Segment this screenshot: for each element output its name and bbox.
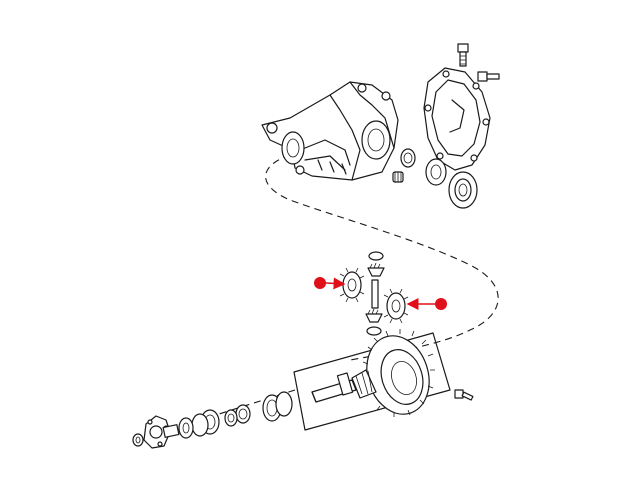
bearing-icon (262, 391, 293, 422)
seal-ring-icon (178, 417, 194, 439)
pinion-gear-icon (367, 251, 385, 277)
seal-ring-icon (400, 148, 416, 168)
bolt-icon (477, 71, 500, 82)
callout-left-side-gear (314, 277, 346, 290)
bearing-icon (191, 409, 220, 437)
bolt-icon (454, 389, 474, 401)
seal-ring-icon (448, 171, 478, 209)
bolt-icon (457, 43, 469, 67)
bearing-icon (235, 404, 251, 424)
spider-shaft-icon (371, 279, 379, 309)
drive-pinion-icon (311, 369, 377, 403)
callout-right-side-gear (406, 298, 447, 310)
side-gear-icon (339, 267, 365, 303)
housing-icon (261, 81, 399, 181)
pinion-gear-icon (365, 308, 383, 336)
bearing-icon (425, 158, 447, 186)
cover-icon (423, 67, 491, 171)
bearing-icon (392, 171, 404, 183)
bearing-icon (224, 409, 238, 427)
ring-gear-icon (361, 329, 435, 417)
side-gear-icon (383, 288, 409, 324)
flange-icon (143, 415, 180, 449)
bolt-icon (132, 433, 144, 447)
